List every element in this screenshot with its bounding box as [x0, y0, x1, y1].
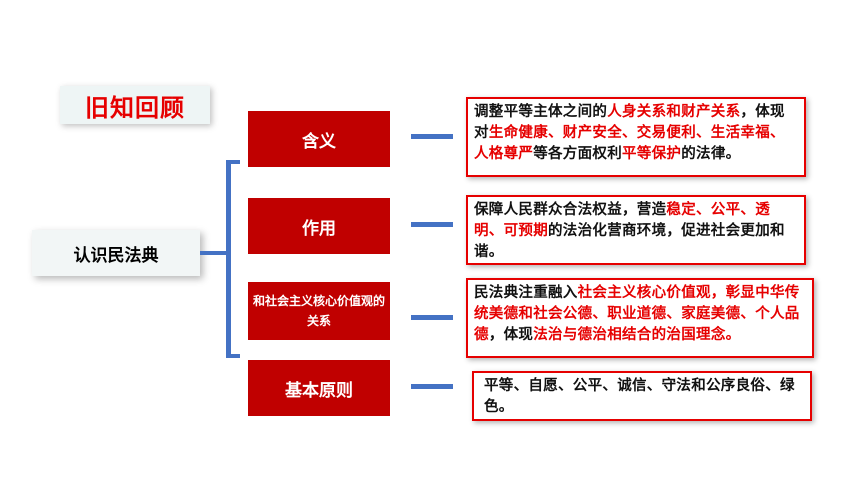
page-title: 旧知回顾: [60, 86, 210, 124]
highlight-text: 法治与德治相结合的治国理念。: [533, 327, 741, 343]
highlight-text: 人身关系和财产关系: [607, 104, 741, 120]
desc-text: 民法典注重融入: [474, 285, 578, 301]
desc-text: ，体现: [488, 327, 534, 343]
desc-text: 平等、自愿、公平、诚信、守法和公序良俗、绿色。: [484, 378, 795, 415]
bracket-line: [226, 160, 231, 358]
desc-box-function: 保障人民群众合法权益，营造稳定、公平、透明、可预期的法治化营商环境，促进社会更加…: [466, 195, 806, 265]
branch-box-principles: 基本原则: [248, 360, 390, 416]
desc-box-values: 民法典注重融入社会主义核心价值观，彰显中华传统美德和社会公德、职业道德、家庭美德…: [466, 278, 814, 358]
branch-connector-function: [411, 222, 453, 227]
desc-text: 保障人民群众合法权益，营造: [474, 202, 667, 218]
root-node: 认识民法典: [32, 230, 200, 276]
branch-connector-values: [411, 315, 453, 320]
desc-text: ，体现对: [474, 104, 785, 141]
branch-box-values: 和社会主义核心价值观的关系: [248, 282, 390, 340]
desc-text: 的法律。: [681, 146, 741, 162]
bracket-tick-top: [226, 160, 240, 164]
bracket-tick-bottom: [226, 354, 240, 358]
root-connector: [200, 251, 228, 255]
desc-box-meaning: 调整平等主体之间的人身关系和财产关系，体现对生命健康、财产安全、交易便利、生活幸…: [466, 97, 806, 177]
branch-connector-principles: [411, 384, 453, 389]
branch-connector-meaning: [411, 134, 453, 139]
highlight-text: 生命健康、财产安全、交易便利、生活幸福、人格尊严: [474, 125, 785, 162]
branch-box-function: 作用: [248, 198, 390, 254]
desc-text: 调整平等主体之间的: [474, 104, 608, 120]
highlight-text: 平等保护: [622, 146, 682, 162]
highlight-text: 社会主义核心价值观，彰显中华传统美德和社会公德、职业道德、家庭美德、个人品德: [474, 285, 800, 343]
highlight-text: 稳定、公平、透明、可预期: [474, 202, 771, 239]
desc-box-principles: 平等、自愿、公平、诚信、守法和公序良俗、绿色。: [472, 371, 812, 421]
desc-text: 等各方面权利: [533, 146, 623, 162]
desc-text: 的法治化营商环境，促进社会更加和谐。: [474, 223, 785, 260]
branch-box-meaning: 含义: [248, 111, 390, 167]
